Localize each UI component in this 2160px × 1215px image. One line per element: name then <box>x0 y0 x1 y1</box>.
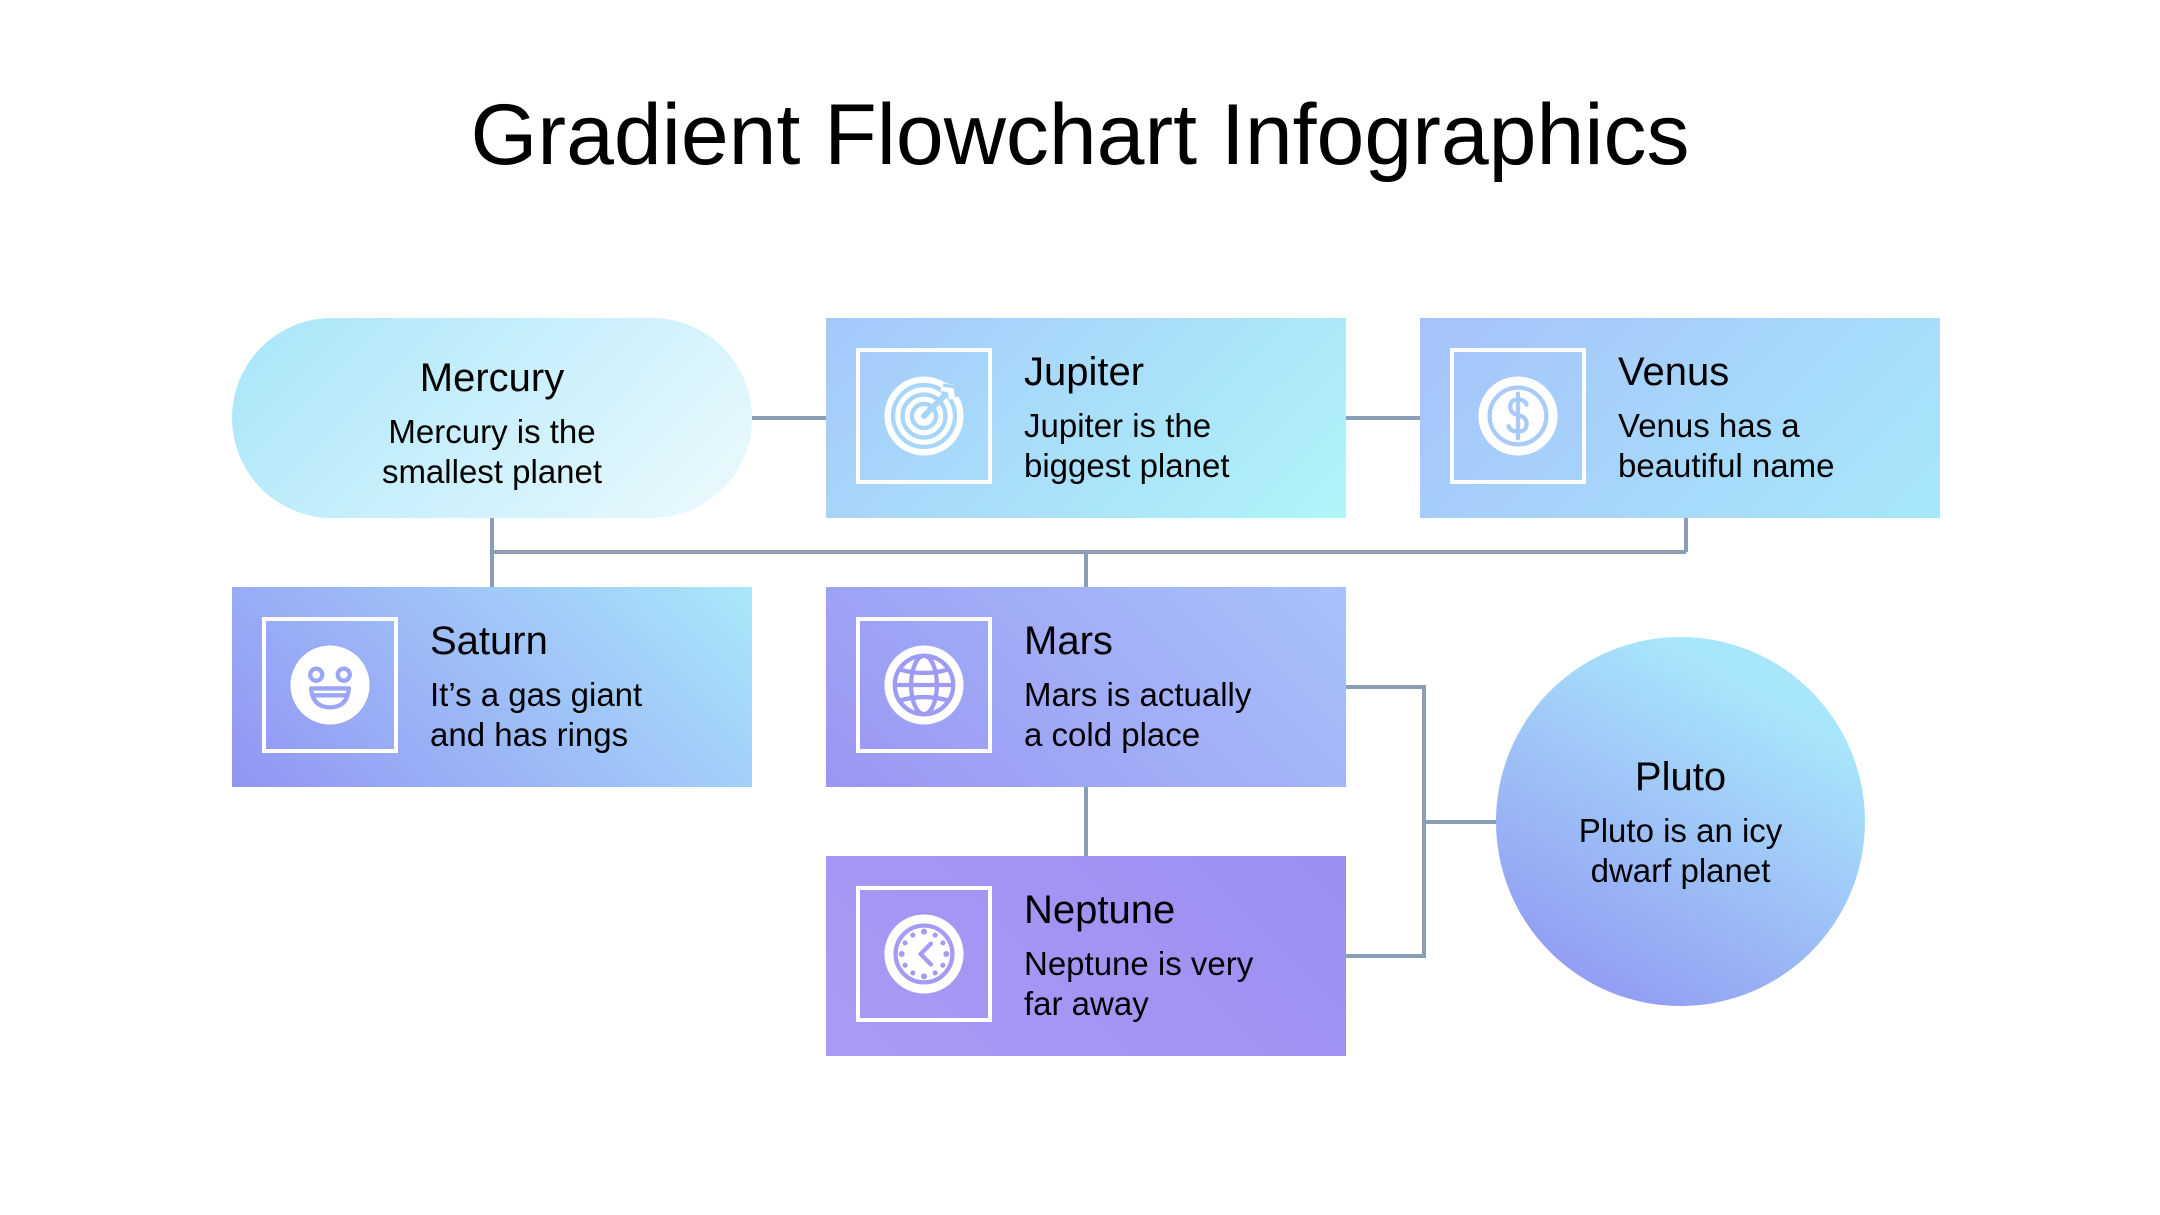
mercury-node: Mercury Mercury is the smallest planet <box>232 318 752 518</box>
pluto-description: Pluto is an icy dwarf planet <box>1578 812 1783 889</box>
jupiter-title: Jupiter <box>1024 350 1145 394</box>
mercury-description: Mercury is the smallest planet <box>381 413 603 490</box>
saturn-icon-frame <box>262 617 398 753</box>
pluto-title: Pluto <box>1634 755 1727 799</box>
jupiter-description: Jupiter is the biggest planet <box>1024 407 1230 484</box>
neptune-description: Neptune is very far away <box>1024 945 1254 1022</box>
mars-icon-frame <box>856 617 992 753</box>
target-icon <box>884 376 964 456</box>
jupiter-node: Jupiter Jupiter is the biggest planet <box>826 318 1346 518</box>
mars-node: Mars Mars is actually a cold place <box>826 587 1346 787</box>
mercury-title: Mercury <box>419 356 565 400</box>
globe-icon <box>884 645 964 725</box>
venus-title: Venus <box>1618 350 1730 394</box>
smiley-face-icon <box>290 645 370 725</box>
neptune-node: Neptune Neptune is very far away <box>826 856 1346 1056</box>
venus-description: Venus has a beautiful name <box>1618 407 1835 484</box>
page-title: Gradient Flowchart Infographics <box>470 87 1690 183</box>
saturn-description: It’s a gas giant and has rings <box>430 676 643 753</box>
venus-node: Venus Venus has a beautiful name <box>1420 318 1940 518</box>
mars-title: Mars <box>1024 619 1113 663</box>
mars-description: Mars is actually a cold place <box>1024 676 1252 753</box>
saturn-title: Saturn <box>430 619 548 663</box>
saturn-node: Saturn It’s a gas giant and has rings <box>232 587 752 787</box>
pluto-node: Pluto Pluto is an icy dwarf planet <box>1496 637 1865 1006</box>
dollar-coin-icon <box>1478 376 1558 456</box>
venus-icon-frame <box>1450 348 1586 484</box>
neptune-icon-frame <box>856 886 992 1022</box>
neptune-title: Neptune <box>1024 888 1176 932</box>
jupiter-icon-frame <box>856 348 992 484</box>
clock-icon <box>884 914 964 994</box>
